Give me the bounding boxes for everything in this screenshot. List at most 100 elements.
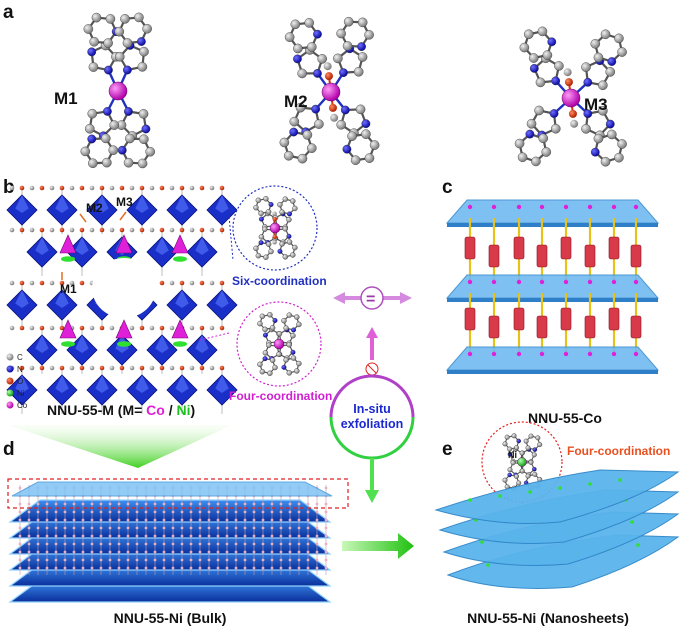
framework-atom [109,227,115,233]
framework-atom [219,365,225,371]
bulk-atom [324,510,328,514]
bulk-atom [198,526,202,530]
bulk-atom [153,558,157,562]
bulk-atom [297,542,301,546]
site-arrow [119,211,127,221]
bulk-atom [18,566,22,570]
bulk-atom [252,518,256,522]
bulk-atom [180,518,184,522]
bulk-atom [126,550,130,554]
carbon-atom [507,446,513,452]
bulk-atom [54,550,58,554]
framework-atom [149,227,155,233]
carbon-atom [523,438,529,444]
bulk-atom [261,510,265,514]
framework-atom [199,185,205,191]
bulk-atom [126,566,130,570]
bulk-atom [288,502,292,506]
framework-atom [119,365,125,371]
bulk-atom [279,558,283,562]
pillar-node [536,244,548,268]
bulk-atom [306,510,310,514]
nitrogen-atom [507,451,513,457]
carbon-atom [614,33,624,44]
legend-nitrogen-swatch [6,365,14,373]
equivalence-arrow: = [333,286,412,310]
cobalt-node [491,351,497,357]
carbon-atom [502,477,508,483]
carbon-atom [290,332,296,339]
nitrogen-atom [532,447,538,452]
molecule-1 [80,12,155,169]
framework-atom [129,325,135,331]
bulk-atom [225,534,229,538]
molecule-label-m1: M1 [54,89,78,108]
bulk-atom [279,542,283,546]
carbon-atom [120,14,130,24]
bulk-atom [189,518,193,522]
nitrogen-atom [290,349,296,355]
bulk-atom [243,542,247,546]
bulk-atom [144,518,148,522]
bulk-atom [135,566,139,570]
bulk-atom [207,518,211,522]
carbon-atom [537,26,548,37]
bulk-atom [270,526,274,530]
bulk-atom [90,502,94,506]
nickel-atom [117,341,131,347]
bulk-atom [99,534,103,538]
carbon-atom [138,109,149,119]
bulk-atom [261,550,265,554]
bulk-atom [18,534,22,538]
carbon-atom [286,239,293,245]
carbon-atom [89,36,99,47]
carbon-atom [511,433,517,439]
carbon-atom [255,252,262,259]
bulk-atom [90,518,94,522]
polyhedron-face [155,237,169,255]
carbon-atom [353,66,364,77]
bulk-atom [315,566,319,570]
framework-atom [39,227,45,233]
framework-atom [199,227,205,233]
bulk-atom [234,558,238,562]
carbon-atom [581,62,591,72]
bulk-atom [63,534,67,538]
bulk-atom [117,558,121,562]
carbon-atom [83,24,94,34]
bulk-atom [162,526,166,530]
carbon-atom [369,140,380,150]
nitrogen-atom [258,240,264,246]
carbon-atom [292,244,298,251]
bulk-atom [45,518,49,522]
carbon-atom [600,29,611,40]
bulk-atom [18,542,22,546]
bulk-atom [279,526,283,530]
bulk-atom [153,534,157,538]
carbon-atom [535,77,546,88]
carbon-atom [108,145,119,155]
bulk-atom [234,550,238,554]
bulk-atom [81,534,85,538]
caption-separator: / [165,402,177,418]
bulk-atom [126,526,130,530]
framework-atom [209,325,215,331]
molecule-2 [279,16,380,165]
cobalt-polyhedron [115,319,133,339]
bulk-atom [36,550,40,554]
bulk-atom [279,502,283,506]
bulk-atom [27,502,31,506]
nickel-site [558,486,562,490]
layer-edge [447,370,658,374]
carbon-atom [258,234,265,240]
bulk-atom [243,558,247,562]
bulk-atom [54,558,58,562]
bulk-atom [99,550,103,554]
bulk-atom [36,558,40,562]
carbon-atom [262,350,269,356]
bulk-atom [162,502,166,506]
polyhedron-face [195,335,209,353]
bulk-atom [144,566,148,570]
bulk-atom [297,550,301,554]
bulk-atom [270,558,274,562]
